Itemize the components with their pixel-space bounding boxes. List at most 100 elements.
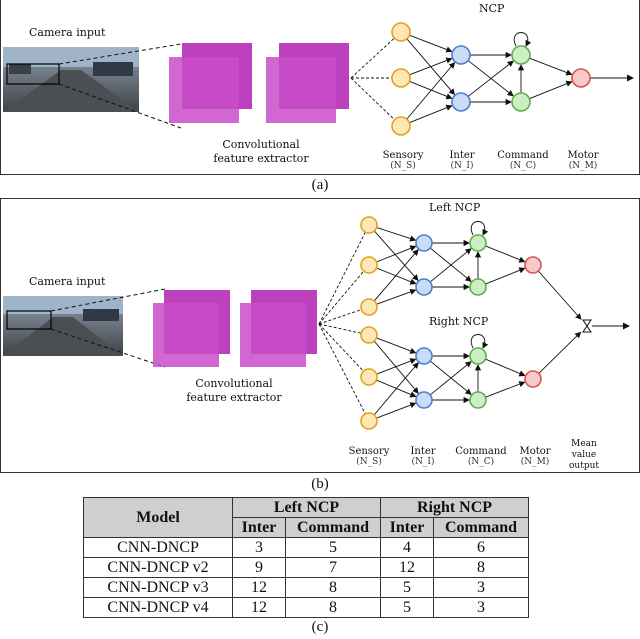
model-comparison-table: Model Left NCP Right NCP Inter Command I… [83,497,529,618]
synapse-edge [537,270,582,320]
synapse-edge [485,358,526,377]
mean-label-line2: value [571,450,597,460]
header-right-ncp: Right NCP [380,497,529,518]
cell-left-command: 8 [285,597,381,618]
command-neuron [469,234,487,252]
synapse-edge [318,323,369,421]
synapse-edge [467,60,514,97]
synapse-edge [350,32,401,79]
layer-name-b-command: Command [455,446,507,457]
cell-left-inter: 3 [232,537,286,558]
synapse-edge [376,379,417,398]
caption-c: (c) [311,619,329,635]
cell-model: CNN-DNCP v4 [83,597,233,618]
camera-crop-box [6,63,60,85]
layer-name-b-sensory: Sensory [348,446,390,457]
inter-neuron [415,347,433,365]
layer-sub-b-motor: (N_M) [520,457,550,467]
sensory-neuron [360,256,378,274]
inter-neuron [451,45,471,65]
caption-b: (b) [311,476,329,492]
conv-label-b-line1: Convolutional [195,377,273,390]
cell-left-command: 7 [285,557,381,578]
ncp-title: NCP [479,2,505,15]
mean-label-line3: output [568,461,599,471]
synapse-edge [409,80,453,100]
synapse-edge [467,60,514,97]
cell-left-inter: 9 [232,557,286,578]
synapse-edge [318,225,369,325]
synapse-edge [409,104,453,124]
conv-label-line1: Convolutional [222,138,300,151]
sensory-neuron [360,368,378,386]
inter-neuron [451,92,471,112]
layer-name-inter: Inter [449,150,475,161]
synapse-edge [485,245,526,263]
synapse-edge [318,306,369,325]
header-left-command: Command [285,517,381,538]
recurrent-loop [513,32,532,47]
synapse-edge [373,230,419,281]
synapse-edge [529,80,573,100]
camera-input-label-b: Camera input [29,275,106,288]
synapse-edge [406,61,456,120]
conv-feature-maps-b [153,290,317,367]
cell-left-inter: 12 [232,597,286,618]
layer-label-b-command: Command (N_C) [453,446,509,467]
table-header-row-2: Inter Command Inter Command [84,517,529,538]
synapse-edge [485,267,526,285]
cell-right-inter: 12 [380,557,434,578]
mean-value-node [582,319,630,333]
synapse-edge [485,381,526,398]
cell-right-command: 3 [433,577,529,598]
panel-b-dncp-architecture: Camera input Convolutional feature extra… [0,198,640,473]
sensory-neuron [360,412,378,430]
layer-label-sensory: Sensory (N_S) [379,150,427,171]
cell-right-command: 6 [433,537,529,558]
cell-left-command: 8 [285,577,381,598]
inter-neuron [415,234,433,252]
synapse-edge [376,288,417,305]
synapse-edge [373,340,419,394]
conv-label-b: Convolutional feature extractor [174,377,294,405]
layer-sub-inter: (N_I) [450,161,474,171]
conv-feature-maps [169,43,349,123]
layer-name-sensory: Sensory [382,150,424,161]
layer-name-b-motor: Motor [519,446,551,457]
synapse-edge [429,361,472,396]
sensory-neuron [360,216,378,234]
projection-line-bottom [58,83,182,129]
layer-label-b-motor: Motor (N_M) [515,446,555,467]
camera-crop-box-b [6,310,52,330]
layer-sub-b-sensory: (N_S) [356,457,382,467]
layer-label-motor: Motor (N_M) [563,150,603,171]
synapse-edge [318,323,369,377]
projection-line-bottom-b [50,328,166,368]
dncp-synapses [318,221,582,421]
table-row: CNN-DNCP v4 12 8 5 3 [83,597,529,618]
cell-right-command: 3 [433,597,529,618]
cell-right-inter: 5 [380,597,434,618]
layer-name-b-inter: Inter [410,446,436,457]
layer-label-inter: Inter (N_I) [447,150,477,171]
layer-sub-sensory: (N_S) [390,161,416,171]
header-model: Model [83,497,233,538]
motor-neuron [524,370,542,388]
cell-model: CNN-DNCP v3 [83,577,233,598]
dncp-neurons [360,216,542,430]
synapse-edge [376,245,417,263]
camera-input-label: Camera input [29,26,106,39]
projection-line-top-b [50,288,166,312]
command-neuron [511,92,531,112]
sensory-neuron [391,22,411,42]
header-right-command: Command [433,517,529,538]
cell-left-inter: 12 [232,577,286,598]
sensory-neuron [360,326,378,344]
sensory-neuron [391,68,411,88]
cell-model: CNN-DNCP [83,537,233,558]
command-neuron [511,45,531,65]
header-right-inter: Inter [380,517,434,538]
left-ncp-title: Left NCP [429,201,481,214]
camera-image-b [3,296,123,356]
panel-b-diagram [3,216,630,430]
